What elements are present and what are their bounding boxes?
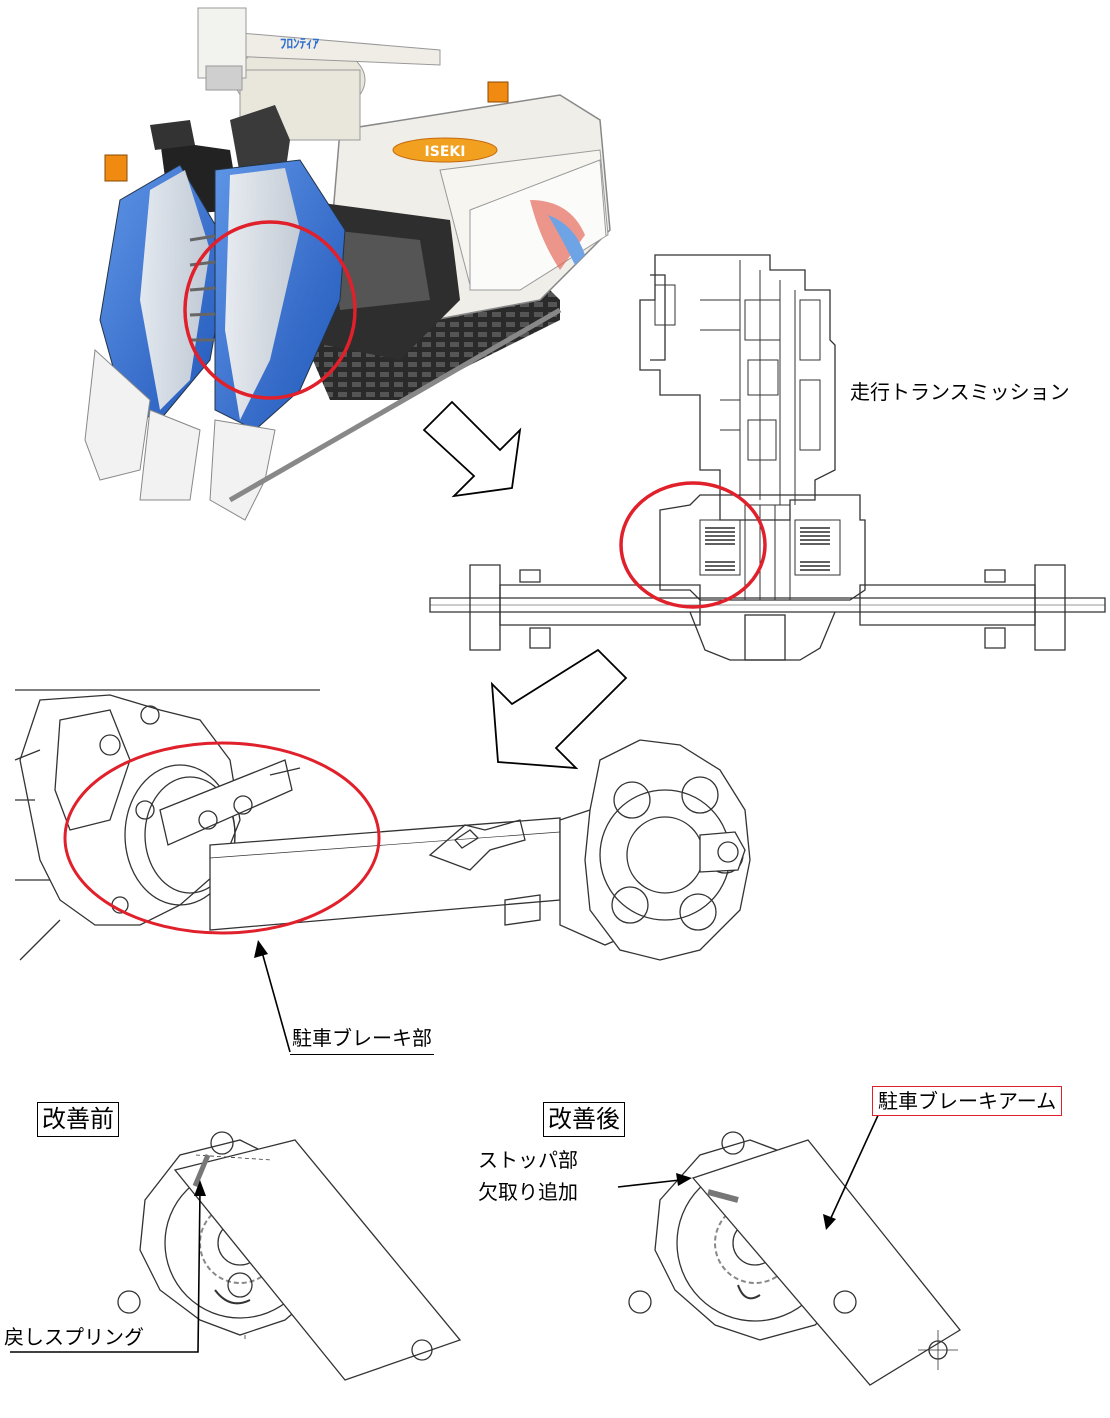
transmission-section-drawing (429, 254, 1106, 661)
photo-highlight-circle (183, 220, 357, 400)
stopper-leader (617, 1179, 681, 1188)
transmission-label: 走行トランスミッション (850, 380, 1070, 404)
parking-brake-section-label: 駐車ブレーキ部 (290, 1022, 434, 1055)
before-label: 改善前 (37, 1102, 119, 1137)
stopper-label-line1: ストッパ部 (478, 1148, 578, 1172)
parking-brake-assembly-drawing (14, 689, 751, 961)
parking-brake-arm-label: 駐車ブレーキアーム (872, 1086, 1063, 1116)
after-detail-drawing (628, 1131, 961, 1386)
before-detail-drawing (117, 1131, 462, 1381)
brand-badge: ISEKI (425, 144, 466, 160)
harvester-photo: ﾌﾛﾝﾃｨｱ ISEKI (84, 7, 611, 521)
return-spring-leader (10, 1189, 201, 1353)
svg-text:ﾌﾛﾝﾃｨｱ: ﾌﾛﾝﾃｨｱ (280, 37, 320, 52)
hollow-arrow-2 (490, 648, 628, 770)
arm-leader (829, 1110, 881, 1221)
return-spring-label: 戻しスプリング (4, 1325, 144, 1349)
brake-highlight-ellipse (63, 741, 381, 935)
hollow-arrow-1 (422, 400, 522, 498)
brake-label-leader (261, 951, 291, 1053)
after-label: 改善後 (543, 1102, 625, 1137)
transmission-highlight-circle (619, 481, 767, 609)
stopper-label-line2: 欠取り追加 (478, 1180, 578, 1204)
